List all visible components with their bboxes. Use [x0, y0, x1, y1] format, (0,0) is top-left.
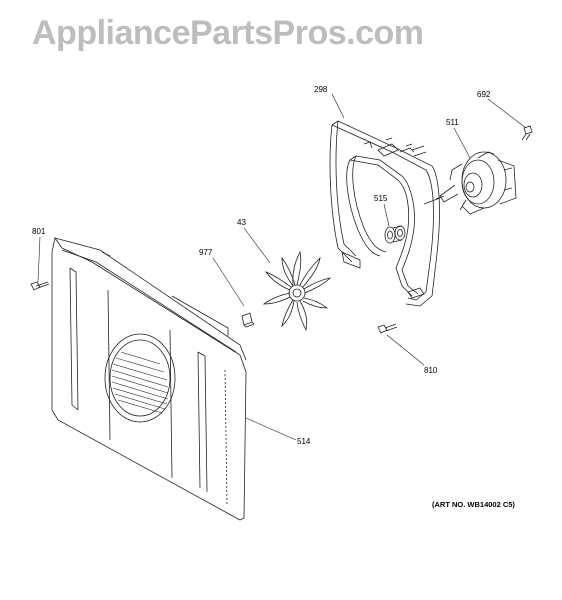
clip-part-977 [241, 312, 255, 328]
screw-part-810 [377, 323, 398, 334]
front-panel-part-514 [51, 237, 247, 521]
leader-lines [37, 93, 527, 441]
callout-810: 810 [424, 366, 438, 375]
watermark-logo: AppliancePartsPros.com [32, 14, 424, 52]
callout-515: 515 [374, 194, 388, 203]
fan-blade-part-43 [262, 250, 332, 332]
screw-part-692 [521, 125, 533, 141]
heating-element-part-298 [329, 120, 440, 307]
callout-514: 514 [297, 437, 311, 446]
callout-977: 977 [199, 248, 213, 257]
motor-part-511 [423, 151, 517, 215]
callout-43: 43 [237, 218, 246, 227]
callout-298: 298 [314, 85, 328, 94]
callout-801: 801 [32, 227, 46, 236]
callout-692: 692 [477, 90, 491, 99]
callout-511: 511 [446, 118, 459, 127]
art-number-label: (ART NO. WB14002 C5) [432, 500, 515, 509]
screw-part-801 [30, 281, 50, 291]
washer-part-515 [384, 225, 406, 244]
